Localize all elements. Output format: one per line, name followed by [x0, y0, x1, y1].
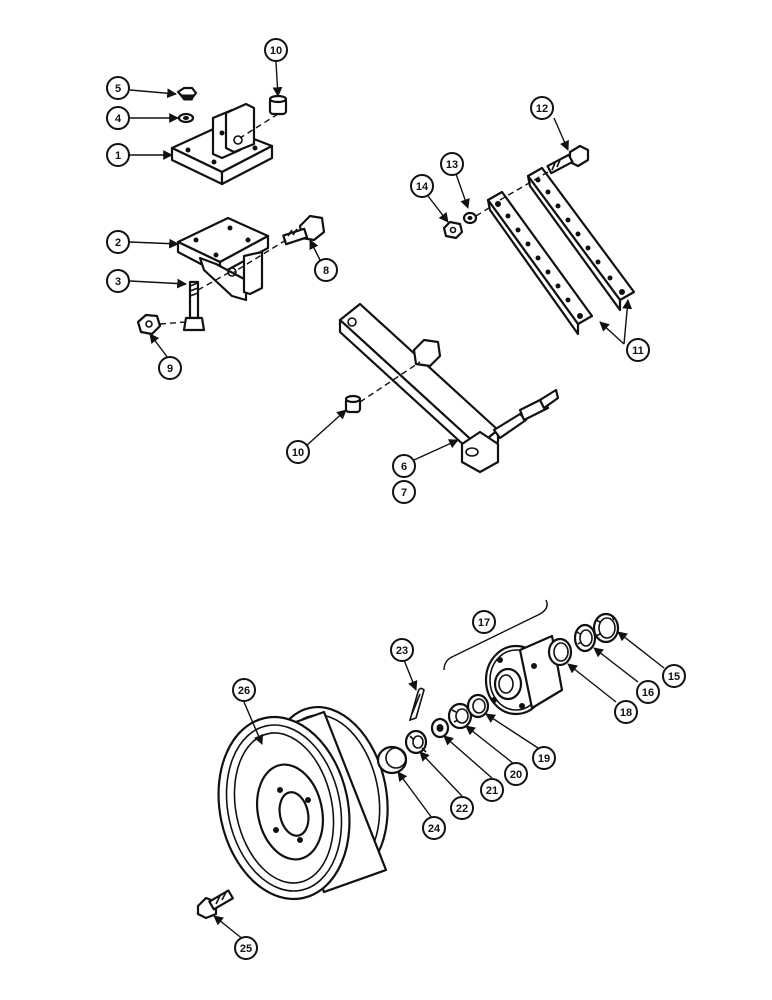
callout-17: 17 [472, 610, 496, 634]
callout-19: 19 [532, 746, 556, 770]
svg-text:2: 2 [115, 237, 121, 249]
mounting-plate-upper [170, 102, 274, 186]
callout-11: 11 [626, 338, 650, 362]
callout-3: 3 [106, 269, 130, 293]
callout-16: 16 [636, 680, 660, 704]
svg-text:25: 25 [240, 943, 252, 955]
strap-nut [442, 220, 464, 240]
castle-nut [404, 729, 428, 755]
svg-text:4: 4 [115, 113, 122, 125]
callout-21: 21 [480, 778, 504, 802]
outer-bearing-cup [466, 693, 490, 719]
callout-9: 9 [158, 356, 182, 380]
wheel-rim [217, 705, 389, 901]
spacer-bushing-upper [268, 94, 288, 116]
svg-text:11: 11 [632, 345, 644, 357]
bolt-hex-head [282, 214, 326, 246]
svg-text:13: 13 [446, 159, 458, 171]
caster-arm [338, 302, 560, 474]
bolt-vertical [182, 280, 206, 332]
callout-15: 15 [662, 664, 686, 688]
svg-text:16: 16 [642, 687, 654, 699]
callout-1: 1 [106, 143, 130, 167]
callout-6: 6 [392, 454, 416, 478]
callout-14: 14 [410, 174, 434, 198]
mounting-bracket-lower [176, 216, 270, 302]
svg-text:8: 8 [323, 265, 329, 277]
adjustment-strap-front [486, 190, 594, 336]
svg-text:3: 3 [115, 276, 121, 288]
callout-8: 8 [314, 258, 338, 282]
callout-10-lower: 10 [286, 440, 310, 464]
svg-text:23: 23 [396, 645, 408, 657]
hub-assembly-bracket [443, 599, 548, 671]
callout-25: 25 [234, 936, 258, 960]
spacer-bushing-lower [344, 394, 362, 414]
spindle-washer [430, 717, 450, 739]
svg-text:20: 20 [510, 769, 522, 781]
inner-bearing-cone [573, 623, 597, 653]
callout-4: 4 [106, 106, 130, 130]
cotter-pin [408, 687, 425, 722]
svg-text:9: 9 [167, 363, 173, 375]
hex-nut [136, 313, 162, 336]
callout-5: 5 [106, 76, 130, 100]
wheel-bolt [196, 889, 234, 920]
svg-text:17: 17 [478, 617, 490, 629]
callout-18: 18 [614, 700, 638, 724]
svg-text:19: 19 [538, 753, 550, 765]
strap-bolt [546, 144, 590, 175]
svg-text:26: 26 [238, 685, 250, 697]
callout-26: 26 [232, 678, 256, 702]
callout-10-upper: 10 [264, 38, 288, 62]
outer-bearing-cone [447, 702, 473, 730]
svg-text:14: 14 [416, 181, 429, 193]
callout-2: 2 [106, 230, 130, 254]
svg-text:6: 6 [401, 461, 407, 473]
svg-text:22: 22 [456, 803, 468, 815]
grease-seal [592, 612, 620, 644]
callout-13: 13 [440, 152, 464, 176]
svg-text:18: 18 [620, 707, 632, 719]
svg-text:5: 5 [115, 83, 121, 95]
callout-12: 12 [530, 96, 554, 120]
nut [176, 86, 198, 101]
leader-lines [129, 61, 665, 941]
callout-24: 24 [422, 816, 446, 840]
callout-20: 20 [504, 762, 528, 786]
callout-23: 23 [390, 638, 414, 662]
svg-text:15: 15 [668, 671, 680, 683]
svg-text:7: 7 [401, 487, 407, 499]
svg-text:12: 12 [536, 103, 548, 115]
washer [177, 112, 195, 124]
lock-washer [462, 211, 478, 225]
svg-text:24: 24 [428, 823, 441, 835]
callout-22: 22 [450, 796, 474, 820]
callout-7: 7 [392, 480, 416, 504]
dust-cap [376, 745, 408, 775]
svg-text:10: 10 [292, 447, 304, 459]
inner-bearing-cup [547, 637, 573, 667]
svg-text:1: 1 [115, 150, 121, 162]
svg-text:21: 21 [486, 785, 498, 797]
svg-text:10: 10 [270, 45, 282, 57]
adjustment-strap-rear [526, 166, 636, 312]
